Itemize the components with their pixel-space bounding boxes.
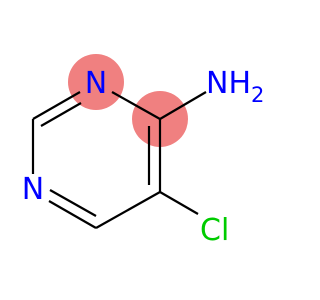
bond-c2-n1 [32, 91, 81, 120]
atom-n3-label: N [22, 172, 44, 207]
bond-n1-c4 [111, 91, 161, 120]
atom-labels: N N NH2 Cl [22, 66, 265, 248]
amino-group-label: NH2 [206, 66, 264, 107]
amino-nh-text: NH [206, 66, 251, 101]
atom-n1-label: N [85, 66, 107, 101]
bond-c6-c5 [95, 191, 161, 229]
bonds [31, 91, 207, 229]
molecule-structure-drawing: N N NH2 Cl [22, 54, 265, 248]
bond-n3-c6-inner [49, 189, 97, 217]
bond-c2-n1-inner [40, 102, 82, 127]
bond-n3-c6 [48, 200, 97, 229]
atom-cl-label: Cl [200, 213, 229, 248]
amino-subscript: 2 [251, 83, 264, 107]
bond-c5-cl [159, 191, 199, 215]
highlight-n1 [68, 54, 124, 110]
bond-c4-nh2 [159, 91, 207, 120]
